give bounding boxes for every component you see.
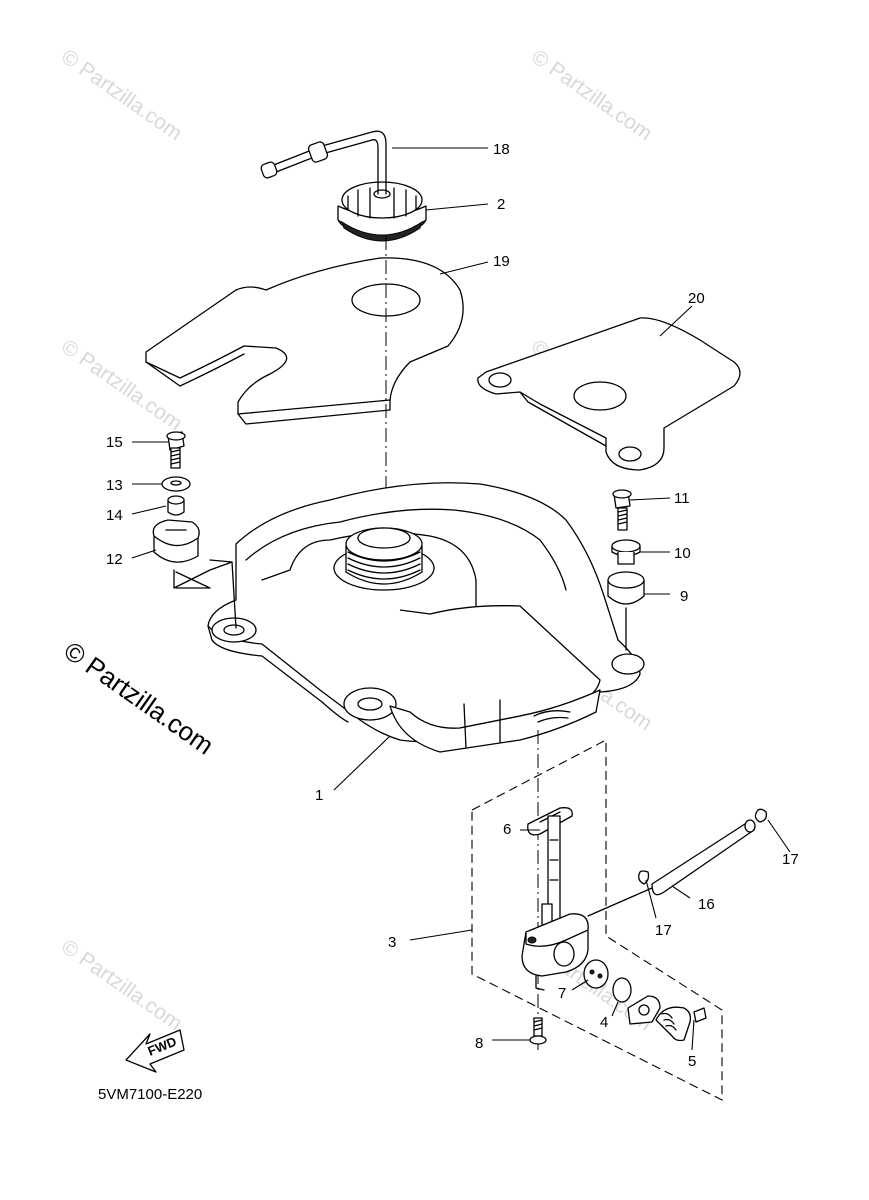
callout-12: 12 bbox=[106, 551, 123, 568]
left-mount-hardware bbox=[152, 431, 237, 629]
part-18-breather-hose bbox=[260, 130, 387, 179]
callout-17-right: 17 bbox=[782, 851, 799, 868]
petcock-assembly-box bbox=[471, 739, 723, 1101]
fwd-arrow-icon: FWD bbox=[125, 1029, 185, 1073]
callout-labels: 18 2 19 20 15 13 14 12 11 10 9 1 6 17 16… bbox=[106, 141, 799, 1070]
leader-lines bbox=[131, 147, 791, 1051]
part-4-o-ring bbox=[612, 977, 632, 1003]
part-20-side-plate bbox=[477, 317, 741, 471]
callout-16: 16 bbox=[698, 896, 715, 913]
callout-6: 6 bbox=[503, 821, 511, 838]
part-19-tank-pad bbox=[145, 257, 464, 425]
callout-15: 15 bbox=[106, 434, 123, 451]
right-mount-hardware bbox=[607, 489, 645, 651]
part-5-lever-assembly bbox=[627, 995, 707, 1042]
callout-13: 13 bbox=[106, 477, 123, 494]
callout-9: 9 bbox=[680, 588, 688, 605]
callout-19: 19 bbox=[493, 253, 510, 270]
callout-2: 2 bbox=[497, 196, 505, 213]
callout-20: 20 bbox=[688, 290, 705, 307]
part-1-fuel-tank bbox=[207, 482, 645, 753]
callout-1: 1 bbox=[315, 787, 323, 804]
callout-4: 4 bbox=[600, 1014, 608, 1031]
part-3-fuel-cock bbox=[521, 815, 589, 991]
callout-7: 7 bbox=[558, 985, 566, 1002]
part-7-gasket bbox=[583, 959, 609, 989]
watermark-bottom-left: © Partzilla.com bbox=[57, 935, 186, 1035]
part-17-clips bbox=[638, 808, 768, 885]
watermark-large: © Partzilla.com bbox=[59, 635, 220, 760]
callout-18: 18 bbox=[493, 141, 510, 158]
callout-8: 8 bbox=[475, 1035, 483, 1052]
callout-3: 3 bbox=[388, 934, 396, 951]
watermark-top-right: © Partzilla.com bbox=[527, 45, 656, 145]
watermark-top-left: © Partzilla.com bbox=[57, 45, 186, 145]
diagram-code: 5VM7100-E220 bbox=[98, 1086, 202, 1103]
callout-11: 11 bbox=[674, 490, 690, 507]
part-2-fuel-cap bbox=[337, 171, 427, 242]
callout-10: 10 bbox=[674, 545, 691, 562]
callout-5: 5 bbox=[688, 1053, 696, 1070]
part-16-hose bbox=[587, 819, 756, 917]
part-8-screw bbox=[529, 1017, 547, 1045]
callout-17-left: 17 bbox=[655, 922, 672, 939]
callout-14: 14 bbox=[106, 507, 123, 524]
